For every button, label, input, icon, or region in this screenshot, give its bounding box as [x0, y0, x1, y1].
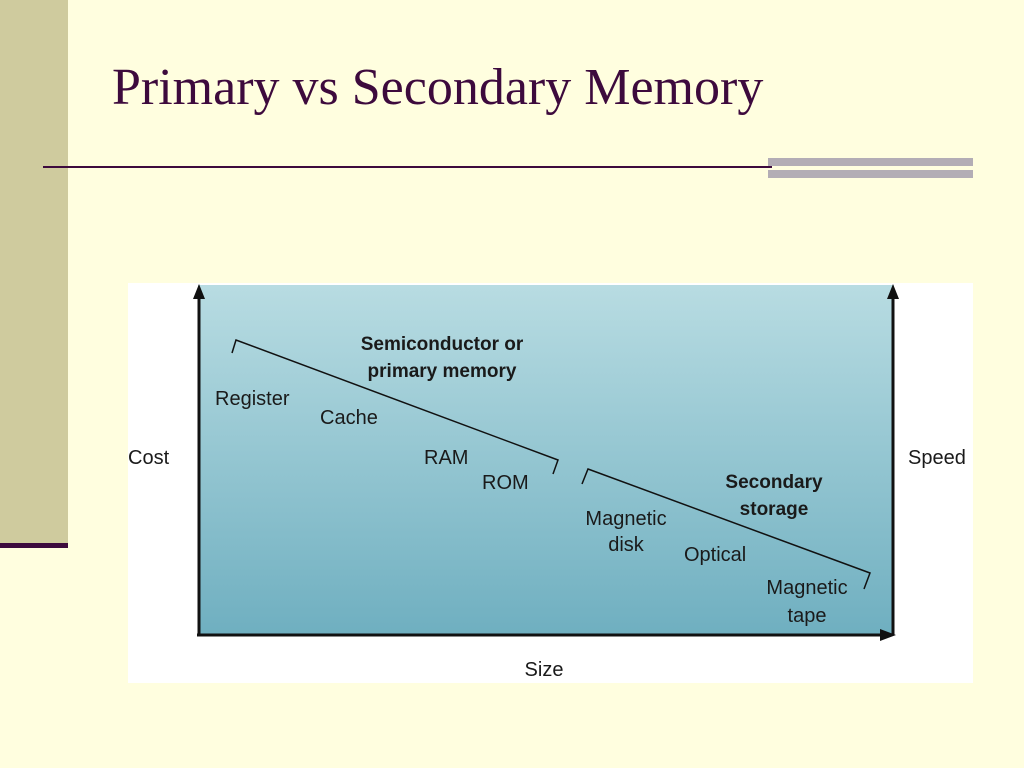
secondary-storage-label-line2: storage	[740, 499, 809, 520]
title-divider	[43, 166, 772, 168]
size-label: Size	[525, 659, 564, 681]
secondary-storage-bracket	[581, 468, 871, 590]
speed-label: Speed	[908, 447, 966, 469]
ram-label: RAM	[424, 447, 468, 469]
rom-label: ROM	[482, 472, 529, 494]
title-divider-accent	[768, 158, 973, 179]
diagram-panel	[198, 285, 894, 635]
primary-memory-label-line1: Semiconductor or	[361, 334, 524, 355]
cache-label: Cache	[320, 407, 378, 429]
memory-hierarchy-diagram: Cost Speed Size Semiconductor or primary…	[128, 283, 973, 683]
side-accent-bar	[0, 0, 68, 543]
register-label: Register	[215, 388, 290, 410]
primary-memory-bracket	[231, 339, 559, 475]
magnetic-disk-label-line1: Magnetic	[585, 508, 666, 530]
secondary-storage-label-line1: Secondary	[725, 472, 823, 493]
optical-label: Optical	[684, 544, 746, 566]
cost-axis-arrow	[193, 284, 205, 299]
side-accent-underline	[0, 543, 68, 548]
magnetic-tape-label-line2: tape	[788, 605, 827, 627]
cost-label: Cost	[128, 447, 170, 469]
magnetic-disk-label-line2: disk	[608, 534, 645, 556]
diagram-canvas: Cost Speed Size Semiconductor or primary…	[128, 284, 966, 681]
speed-axis-arrow	[887, 284, 899, 299]
slide-title: Primary vs Secondary Memory	[112, 59, 764, 116]
magnetic-tape-label-line1: Magnetic	[766, 577, 847, 599]
size-axis-arrow	[880, 629, 896, 641]
primary-memory-label-line2: primary memory	[368, 361, 517, 382]
